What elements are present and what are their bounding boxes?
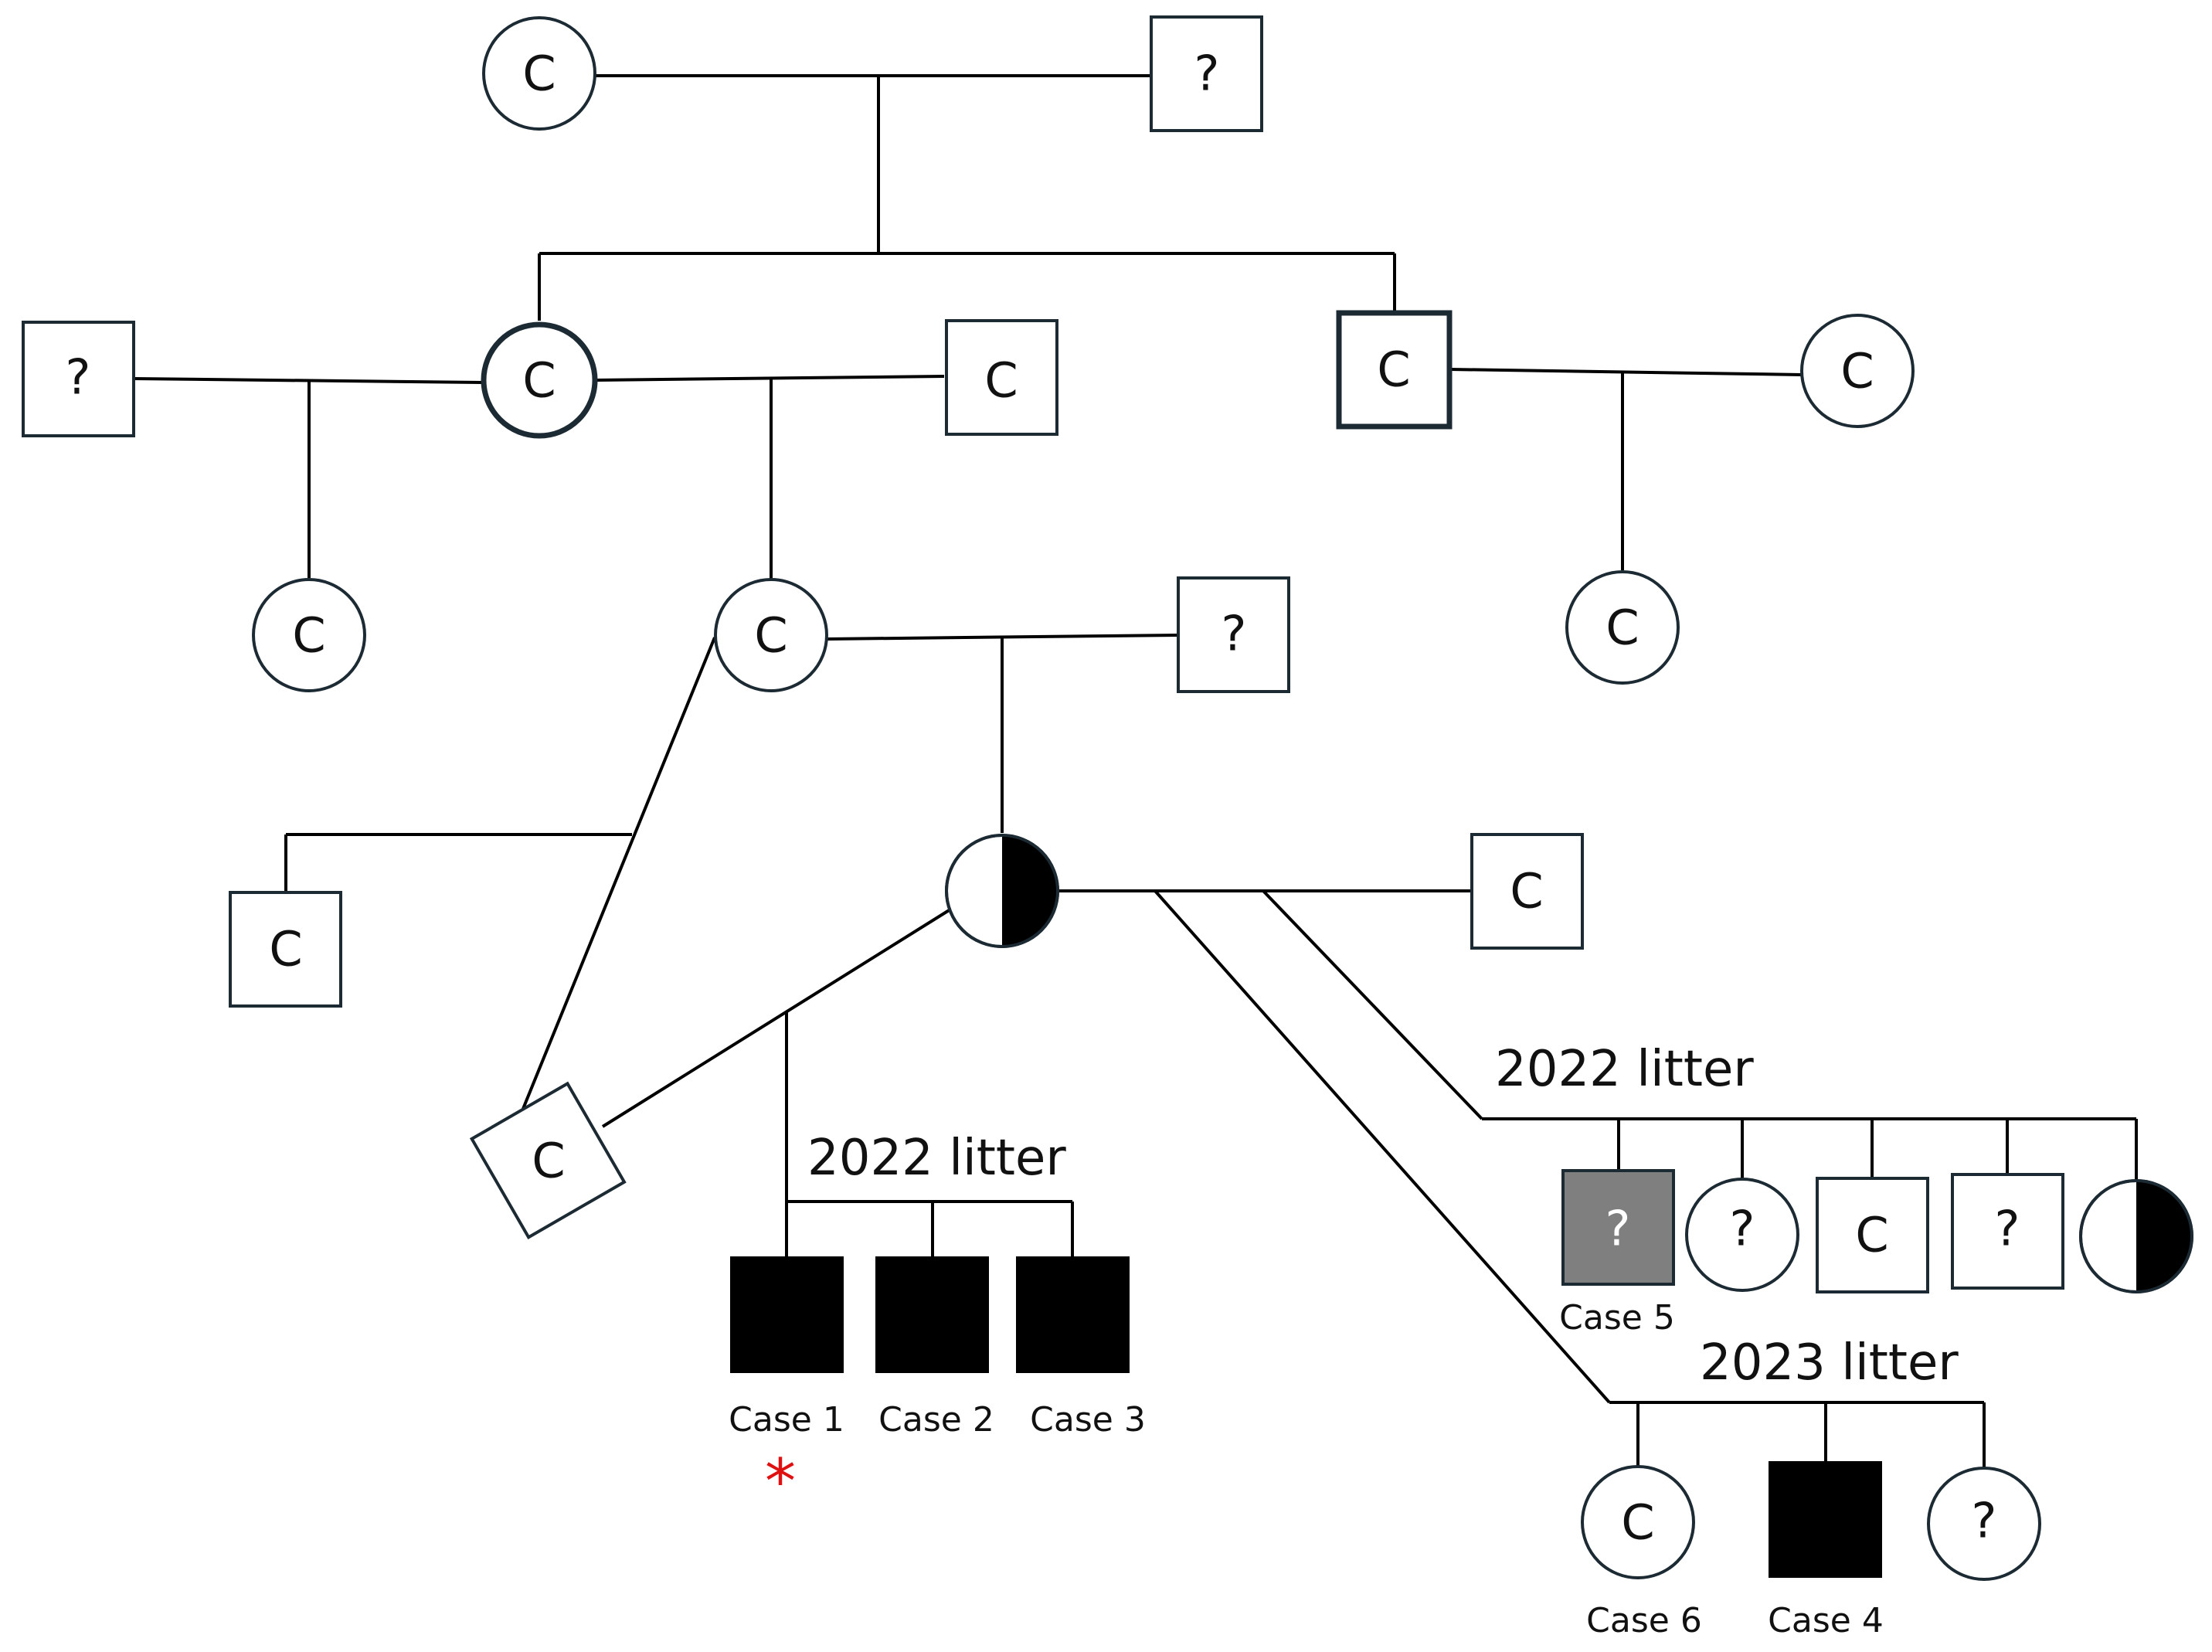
gen4-carrier-dam [945, 834, 1059, 948]
case3-caption: Case 3 [1030, 1400, 1146, 1440]
litter-label-case123: 2022 litter [807, 1130, 1066, 1187]
litter-label-case46: 2023 litter [1700, 1334, 1959, 1392]
litA-male-c-label: C [1855, 1207, 1888, 1263]
gen3-female-left: C [252, 578, 366, 692]
gen1-sire-label: ? [1194, 46, 1220, 102]
gen1-sire: ? [1150, 15, 1263, 132]
gen4-male-left-label: C [269, 921, 302, 977]
gen4-sire-diamond: C [469, 1081, 627, 1239]
index-case-marker: * [765, 1446, 796, 1518]
case2: Case 2 [875, 1256, 994, 1440]
case4-caption: Case 4 [1768, 1601, 1884, 1640]
litA-male-q-label: ? [1995, 1201, 2020, 1257]
case5: ? Case 5 [1559, 1169, 1675, 1338]
litA-carrier [2079, 1179, 2193, 1293]
gen2-mate-female: C [1800, 314, 1915, 428]
litA-carrier-half-fill [2136, 1181, 2192, 1292]
gen1-dam-label: C [522, 46, 556, 102]
litA-male-q: ? [1951, 1173, 2064, 1290]
case2-caption: Case 2 [878, 1400, 994, 1440]
gen2-dam: C [481, 321, 598, 439]
gen3-female-label: C [754, 607, 787, 664]
gen3-female-right: C [1565, 570, 1680, 685]
gen2-sire-right-label: C [984, 352, 1018, 409]
gen2-male: C [1336, 310, 1453, 430]
gen2-male-label: C [1377, 342, 1410, 398]
gen4-male-left: C [229, 891, 342, 1008]
carrier-half-fill [1002, 835, 1058, 947]
litB-female: ? [1927, 1467, 2041, 1581]
gen4-mate-right-label: C [1510, 863, 1543, 919]
litA-female: ? [1685, 1178, 1799, 1292]
case3: Case 3 [1016, 1256, 1146, 1440]
case6: C Case 6 [1581, 1465, 1702, 1640]
case6-label: C [1621, 1494, 1654, 1551]
litB-female-label: ? [1972, 1493, 1997, 1549]
case1: Case 1 [729, 1256, 844, 1440]
litter-label-case5: 2022 litter [1495, 1041, 1754, 1098]
gen2-sire-right: C [945, 319, 1058, 436]
gen3-sire: ? [1177, 576, 1290, 693]
gen4-mate-right: C [1470, 833, 1584, 950]
litA-male-c: C [1816, 1177, 1929, 1293]
gen4-sire-diamond-label: C [532, 1133, 565, 1189]
gen3-female-right-label: C [1605, 600, 1639, 656]
gen3-female: C [714, 578, 828, 692]
case5-label: ? [1605, 1201, 1631, 1257]
gen2-sire-left-label: ? [66, 349, 91, 406]
pedigree-lines [132, 74, 2138, 1468]
litA-female-label: ? [1730, 1201, 1755, 1257]
case4: Case 4 [1768, 1461, 1884, 1640]
gen1-dam: C [482, 16, 596, 131]
case1-caption: Case 1 [729, 1400, 844, 1440]
gen2-sire-left: ? [22, 321, 135, 437]
gen2-dam-label: C [522, 352, 556, 409]
case5-caption: Case 5 [1559, 1298, 1675, 1338]
gen3-female-left-label: C [292, 607, 325, 664]
gen2-mate-female-label: C [1840, 343, 1874, 399]
case6-caption: Case 6 [1586, 1601, 1702, 1640]
gen3-sire-label: ? [1222, 606, 1247, 662]
